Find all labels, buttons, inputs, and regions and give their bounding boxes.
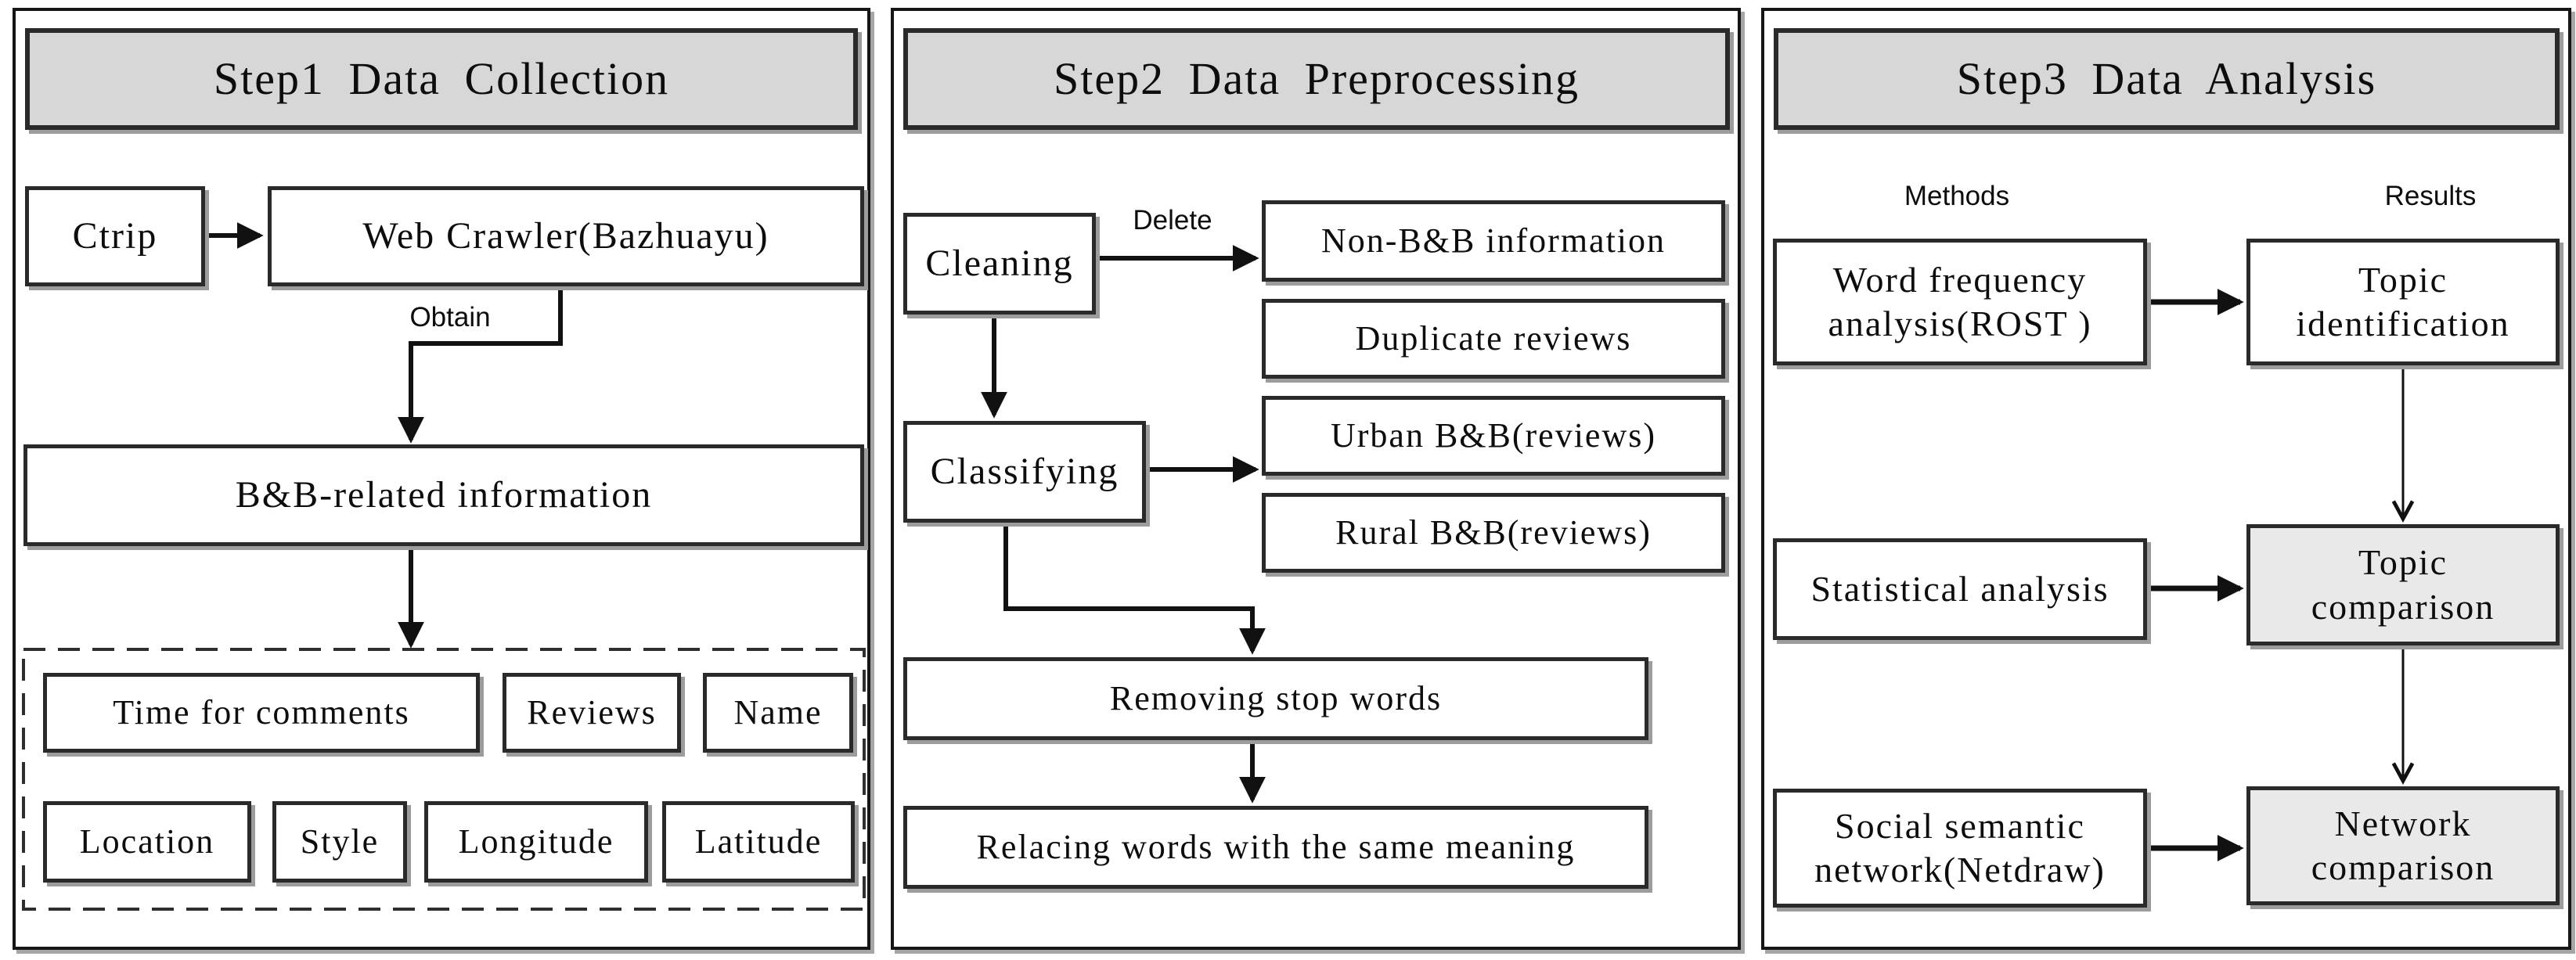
node-web-crawler: Web Crawler(Bazhuayu): [268, 186, 864, 286]
field-reviews: Reviews: [503, 673, 681, 753]
node-social-semantic-network: Social semantic network(Netdraw): [1773, 789, 2147, 908]
field-time-for-comments: Time for comments: [43, 673, 480, 753]
node-line: Topic: [2358, 259, 2448, 300]
node-topic-identification: Topic identification: [2246, 239, 2560, 365]
field-location: Location: [43, 801, 251, 883]
field-latitude: Latitude: [662, 801, 855, 883]
connector-classifying-removing: [1003, 524, 1266, 655]
column-label-results: Results: [2384, 181, 2477, 211]
node-line: Network: [2334, 803, 2472, 843]
connector-obtain: [398, 283, 563, 444]
field-style: Style: [272, 801, 407, 883]
step3-panel: [1761, 8, 2571, 950]
node-line: analysis(ROST ): [1828, 304, 2092, 343]
node-word-frequency-analysis: Word frequency analysis(ROST ): [1773, 239, 2147, 365]
dashed-fields-outline: [22, 648, 866, 911]
node-urban-bnb-reviews: Urban B&B(reviews): [1262, 396, 1725, 476]
node-non-bnb-information: Non-B&B information: [1262, 200, 1725, 282]
node-statistical-analysis: Statistical analysis: [1773, 538, 2147, 640]
edge-label-obtain: Obtain: [409, 302, 491, 333]
node-network-comparison: Network comparison: [2246, 786, 2560, 905]
node-classifying: Classifying: [903, 421, 1146, 523]
step2-panel: [891, 8, 1741, 950]
node-rural-bnb-reviews: Rural B&B(reviews): [1262, 493, 1725, 573]
node-bnb-related-information: B&B-related information: [23, 444, 864, 546]
step1-panel: [13, 8, 870, 950]
node-line: comparison: [2311, 847, 2495, 887]
step2-header: Step2 Data Preprocessing: [903, 28, 1730, 130]
column-label-methods: Methods: [1904, 181, 2010, 211]
field-longitude: Longitude: [424, 801, 648, 883]
node-duplicate-reviews: Duplicate reviews: [1262, 299, 1725, 379]
node-line: identification: [2296, 304, 2510, 343]
step1-header: Step1 Data Collection: [25, 28, 858, 130]
node-line: network(Netdraw): [1814, 850, 2106, 890]
node-topic-comparison: Topic comparison: [2246, 524, 2560, 645]
node-relacing-words: Relacing words with the same meaning: [903, 806, 1648, 889]
node-removing-stop-words: Removing stop words: [903, 657, 1648, 740]
node-line: Word frequency: [1832, 259, 2088, 300]
step3-header: Step3 Data Analysis: [1774, 28, 2560, 130]
node-line: Social semantic: [1835, 805, 2085, 846]
node-line: Topic: [2358, 542, 2448, 583]
node-line: comparison: [2311, 586, 2495, 627]
field-name: Name: [703, 673, 853, 753]
node-cleaning: Cleaning: [903, 213, 1096, 315]
edge-label-delete: Delete: [1133, 205, 1212, 236]
node-ctrip: Ctrip: [25, 186, 205, 286]
